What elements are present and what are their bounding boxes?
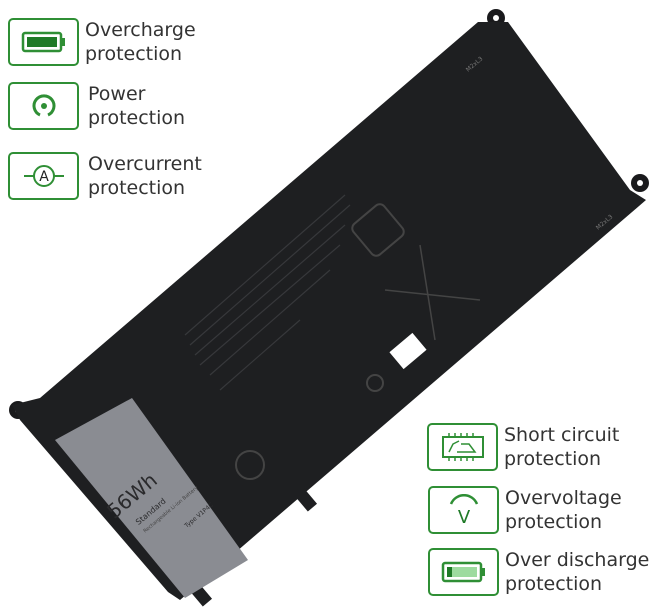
feature-label: Power — [88, 83, 146, 105]
svg-text:V: V — [457, 507, 470, 526]
battery-label — [55, 398, 248, 598]
feature-label: Overvoltage — [505, 487, 622, 509]
feature-label: protection — [505, 573, 603, 595]
ammeter-icon: A — [8, 152, 79, 200]
feature-label: Overcharge — [85, 19, 196, 41]
voltmeter-icon: V — [428, 486, 499, 534]
feature-label: Over discharge — [505, 549, 650, 571]
power-icon — [8, 82, 79, 130]
feature-label: protection — [504, 448, 602, 470]
feature-label: protection — [505, 511, 603, 533]
battery-full-icon — [8, 18, 79, 66]
feature-label: protection — [88, 107, 186, 129]
feature-label: protection — [85, 43, 183, 65]
circuit-board-icon — [427, 423, 498, 471]
feature-label: Short circuit — [504, 424, 620, 446]
battery-low-icon — [428, 548, 499, 596]
feature-label: protection — [88, 177, 186, 199]
svg-text:A: A — [39, 169, 49, 185]
feature-label: Overcurrent — [88, 153, 202, 175]
